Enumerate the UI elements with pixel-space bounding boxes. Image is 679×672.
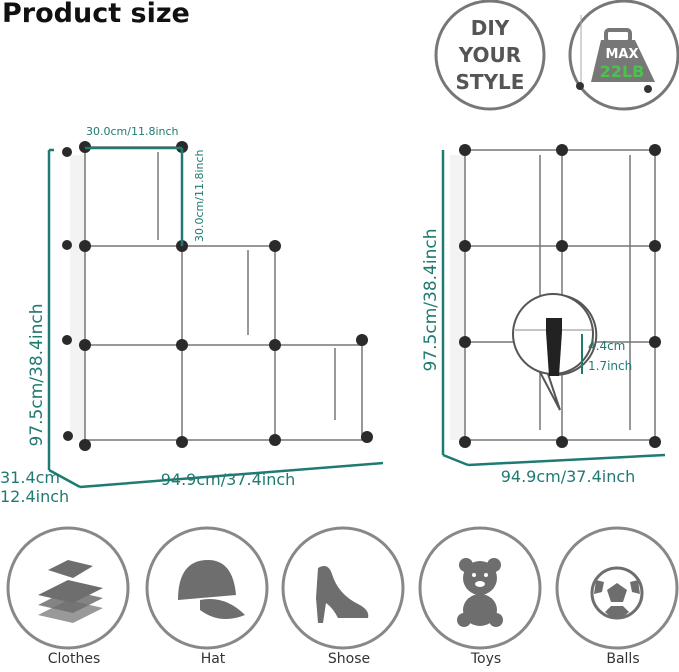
use-label-clothes: Clothes bbox=[47, 651, 101, 667]
use-label-hat: Hat bbox=[200, 651, 226, 667]
hat-icon bbox=[178, 560, 245, 619]
left-height-label: 97.5cm/38.4inch bbox=[27, 304, 47, 447]
max-load-badge: MAX 22LB bbox=[568, 0, 679, 111]
use-circles bbox=[6, 526, 679, 650]
max-value: 22LB bbox=[600, 62, 645, 81]
foot-in-label: 1.7inch bbox=[588, 359, 632, 373]
diy-line-1: DIY bbox=[471, 16, 510, 40]
cube-height-label: 30.0cm/11.8inch bbox=[193, 149, 206, 242]
use-label-shoes: Shose bbox=[327, 651, 371, 667]
foot-cm-label: 4.4cm bbox=[588, 339, 625, 353]
use-label-toys: Toys bbox=[470, 651, 502, 667]
left-width-label: 94.9cm/37.4inch bbox=[161, 470, 296, 489]
foot-icon bbox=[546, 318, 562, 376]
diy-line-2: YOUR bbox=[458, 43, 521, 67]
page-title: Product size bbox=[2, 0, 190, 29]
left-dimension-lines bbox=[47, 146, 384, 489]
shoe-icon bbox=[316, 566, 369, 623]
right-dimension-lines bbox=[441, 150, 666, 467]
diy-badge: DIY YOUR STYLE bbox=[434, 0, 546, 111]
left-shelf bbox=[70, 146, 363, 441]
right-shelf-nodes bbox=[459, 144, 661, 448]
teddy-bear-icon bbox=[457, 558, 503, 627]
foot-zoom-callout bbox=[512, 293, 598, 411]
use-label-balls: Balls bbox=[606, 651, 640, 667]
depth-in-label: 12.4inch bbox=[0, 487, 69, 506]
max-label: MAX bbox=[605, 47, 638, 62]
depth-cm-label: 31.4cm bbox=[0, 468, 60, 487]
right-height-label: 97.5cm/38.4inch bbox=[421, 229, 441, 372]
left-shelf-nodes bbox=[62, 141, 373, 451]
ball-icon bbox=[590, 566, 644, 620]
clothes-icon bbox=[38, 560, 103, 623]
right-width-label: 94.9cm/37.4inch bbox=[501, 467, 636, 486]
cube-width-label: 30.0cm/11.8inch bbox=[86, 125, 179, 138]
diy-line-3: STYLE bbox=[456, 70, 525, 94]
